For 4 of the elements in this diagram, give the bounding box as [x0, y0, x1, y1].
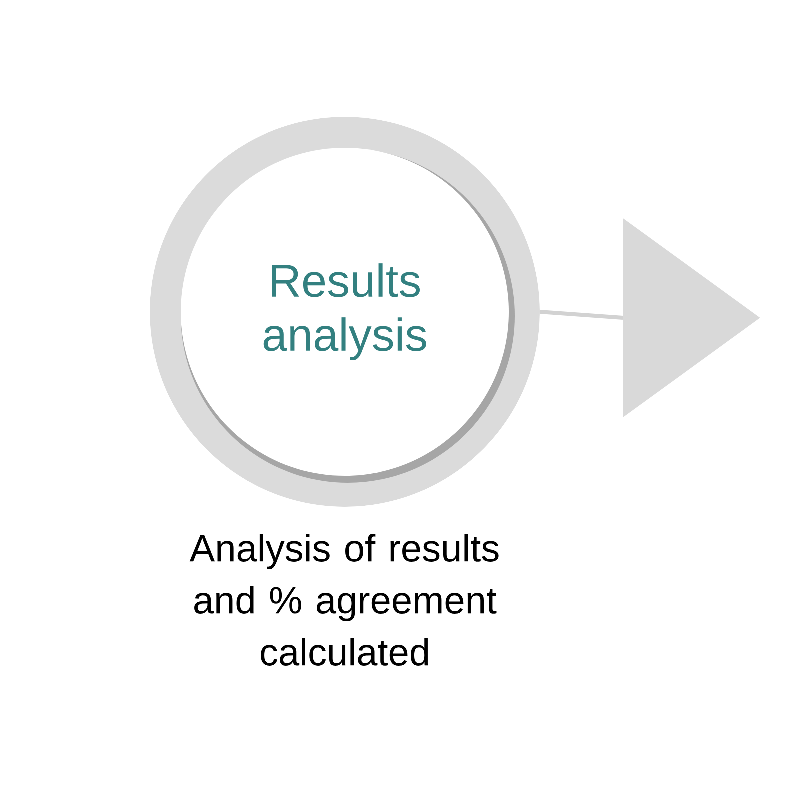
circle-node: Results analysis: [150, 117, 540, 507]
triangle-shape: [623, 218, 760, 418]
connector-line: [540, 310, 624, 320]
caption-text: Analysis of results and % agreement calculated: [190, 534, 499, 666]
